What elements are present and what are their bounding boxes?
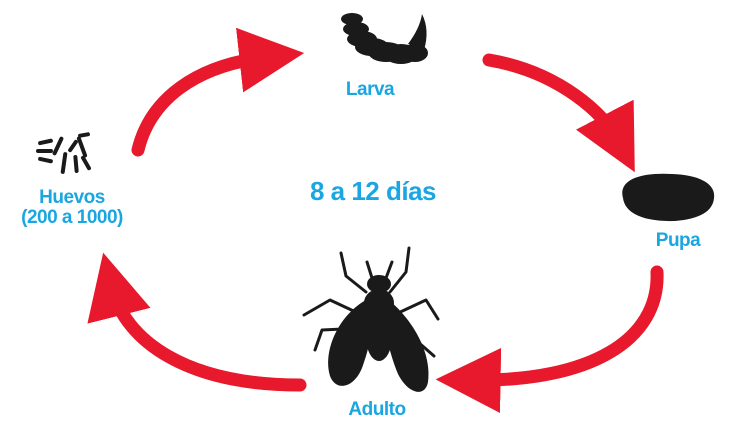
eggs-label-line1: Huevos xyxy=(39,187,105,208)
pupa-icon xyxy=(622,173,715,222)
larva-label: Larva xyxy=(345,79,395,100)
eggs-label: Huevos (200 a 1000) xyxy=(0,188,144,228)
arrow-eggs-to-larva xyxy=(131,27,305,157)
eggs-icon xyxy=(36,132,91,174)
pupa-label: Pupa xyxy=(655,230,701,251)
eggs-label-line2: (200 a 1000) xyxy=(21,206,123,228)
arrow-pupa-to-adult xyxy=(435,265,664,413)
arrow-larva-to-pupa xyxy=(482,53,635,173)
fly-icon xyxy=(302,246,440,392)
larva-icon xyxy=(341,13,428,64)
arrow-adult-to-eggs xyxy=(87,252,307,392)
adult-label: Adulto xyxy=(348,399,406,420)
cycle-duration-label: 8 a 12 días xyxy=(309,176,437,206)
